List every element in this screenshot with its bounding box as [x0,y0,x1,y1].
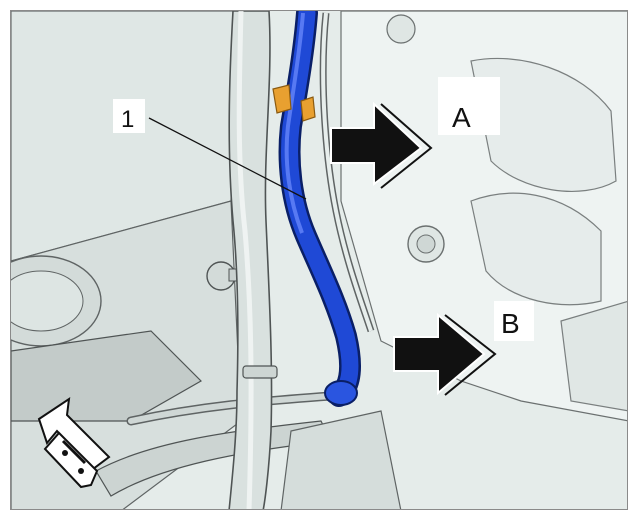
lower-bracket [280,410,402,509]
arrow-a-label-box [438,77,500,135]
secondary-hose [321,12,373,332]
panel-fastener-top [386,14,416,44]
engine-bay-illustration: 1 A B [11,11,627,509]
hose-clip-right[interactable] [300,96,316,122]
panel-recess-middle [470,192,602,306]
grey-pipe-highlight [236,11,254,509]
dark-component [11,330,202,422]
arrow-a-icon [330,101,423,187]
diagram-frame: 1 A B [10,10,628,510]
pipe-clamp [242,365,278,379]
arrow-a-outline-icon [380,103,433,189]
callout-1-box [113,99,145,133]
blue-hose[interactable] [281,11,359,405]
callout-1-label: 1 [121,106,134,133]
blue-hose-highlight [284,12,305,234]
hose-clip-left[interactable] [272,84,292,114]
cylindrical-component-face [11,270,84,332]
lower-hose [128,393,334,424]
arrow-a-label: A [452,102,471,133]
panel-recess-lower [560,300,627,412]
panel-recess-upper [470,57,617,192]
arrow-b-icon [393,312,486,396]
arrow-b-label-box [494,301,534,341]
arrow-b-outline-icon [444,314,497,396]
panel-bolt [416,234,436,254]
blue-hose-end [324,380,358,406]
vehicle-front-direction-icon [37,396,111,489]
arrow-b-label: B [501,308,520,339]
callout-leader-line [148,117,307,200]
